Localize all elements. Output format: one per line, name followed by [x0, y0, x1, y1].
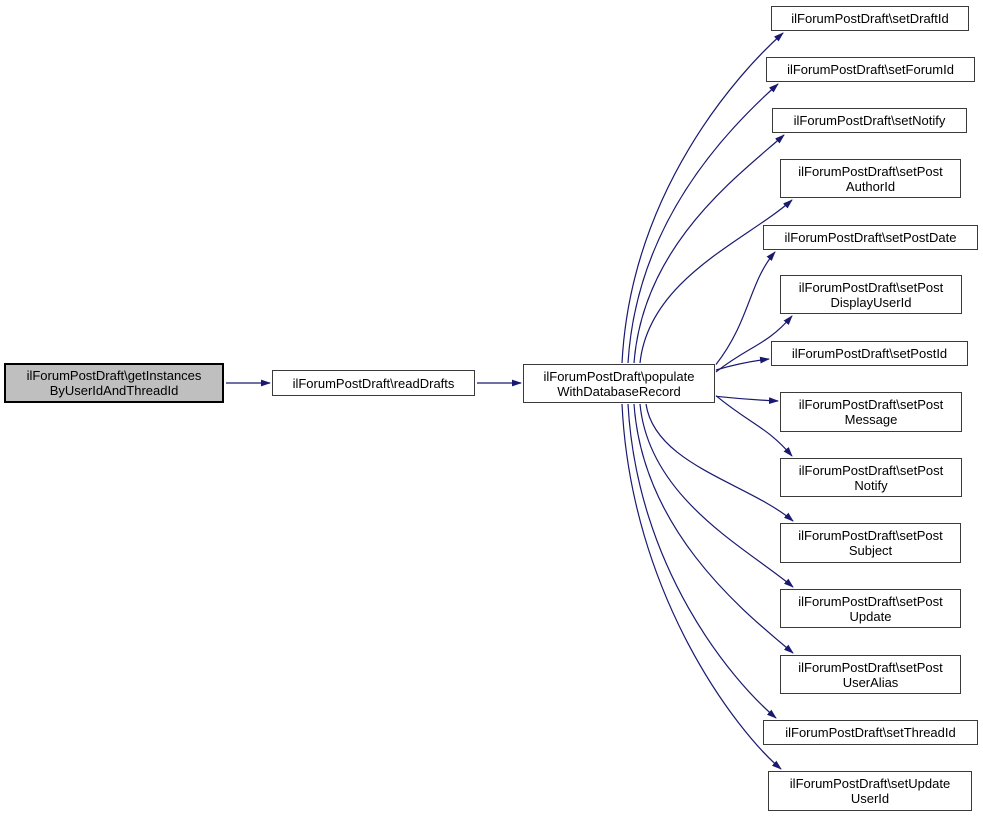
edge-populateWithDatabaseRecord-to-setNotify	[633, 134, 785, 364]
node-label-line: ilForumPostDraft\getInstances	[26, 368, 202, 383]
node-label-line: Notify	[854, 477, 888, 493]
node-label-line: ilForumPostDraft\setNotify	[793, 113, 946, 128]
node-label-line: ilForumPostDraft\readDrafts	[292, 375, 455, 391]
edge-populateWithDatabaseRecord-to-setPostMessage	[715, 395, 779, 404]
node-label-line: ilForumPostDraft\setPost	[798, 462, 944, 478]
node-label-line: Subject	[848, 543, 893, 558]
edge-populateWithDatabaseRecord-to-setPostSubject	[645, 403, 794, 522]
node-label-line: ilForumPostDraft\setPost	[798, 397, 944, 412]
node-label-line: ilForumPostDraft\setPost	[798, 163, 943, 179]
node-setPostDate[interactable]: ilForumPostDraft\setPostDate	[763, 225, 978, 250]
edge-populateWithDatabaseRecord-to-setDraftId	[621, 32, 784, 364]
node-label-line: ilForumPostDraft\setForumId	[787, 62, 954, 77]
node-label-line: Message	[844, 412, 898, 427]
node-label-line: ilForumPostDraft\setPost	[798, 528, 943, 543]
node-label-line: ilForumPostDraft\setPost	[798, 279, 944, 295]
node-label-line: ilForumPostDraft\setDraftId	[791, 11, 949, 26]
edge-populateWithDatabaseRecord-to-setForumId	[627, 83, 779, 364]
node-label-line: UserId	[850, 791, 890, 806]
node-label-line: ilForumPostDraft\populate	[543, 368, 695, 384]
node-label-line: ilForumPostDraft\setPost	[798, 593, 943, 609]
node-label-line: ilForumPostDraft\setThreadId	[785, 725, 956, 740]
node-label-line: Update	[849, 608, 892, 624]
node-setForumId[interactable]: ilForumPostDraft\setForumId	[766, 57, 975, 82]
node-label-line: ilForumPostDraft\setPost	[798, 659, 943, 675]
node-label-line: ilForumPostDraft\setUpdate	[789, 776, 951, 791]
node-label-line: ilForumPostDraft\setPostDate	[784, 230, 957, 245]
edge-populateWithDatabaseRecord-to-setPostUserAlias	[633, 403, 794, 654]
node-setDraftId[interactable]: ilForumPostDraft\setDraftId	[771, 6, 969, 31]
node-label-line: ilForumPostDraft\setPostId	[791, 346, 948, 361]
node-setNotify[interactable]: ilForumPostDraft\setNotify	[772, 108, 967, 133]
edge-populateWithDatabaseRecord-to-setPostUpdate	[639, 403, 794, 588]
node-label-line: UserAlias	[842, 674, 899, 690]
node-setThreadId[interactable]: ilForumPostDraft\setThreadId	[763, 720, 978, 745]
edge-populateWithDatabaseRecord-to-setPostDate	[715, 251, 776, 365]
edge-populateWithDatabaseRecord-to-setUpdateUserId	[621, 403, 782, 770]
edge-populateWithDatabaseRecord-to-setThreadId	[627, 403, 777, 719]
node-label-line: ByUserIdAndThreadId	[49, 383, 179, 398]
node-label-line: AuthorId	[845, 178, 896, 194]
node-setPostId[interactable]: ilForumPostDraft\setPostId	[771, 341, 968, 366]
node-readDrafts[interactable]: ilForumPostDraft\readDrafts	[272, 370, 475, 396]
node-label-line: DisplayUserId	[830, 294, 912, 310]
edge-populateWithDatabaseRecord-to-setPostId	[715, 356, 770, 371]
node-label-line: WithDatabaseRecord	[557, 383, 681, 399]
